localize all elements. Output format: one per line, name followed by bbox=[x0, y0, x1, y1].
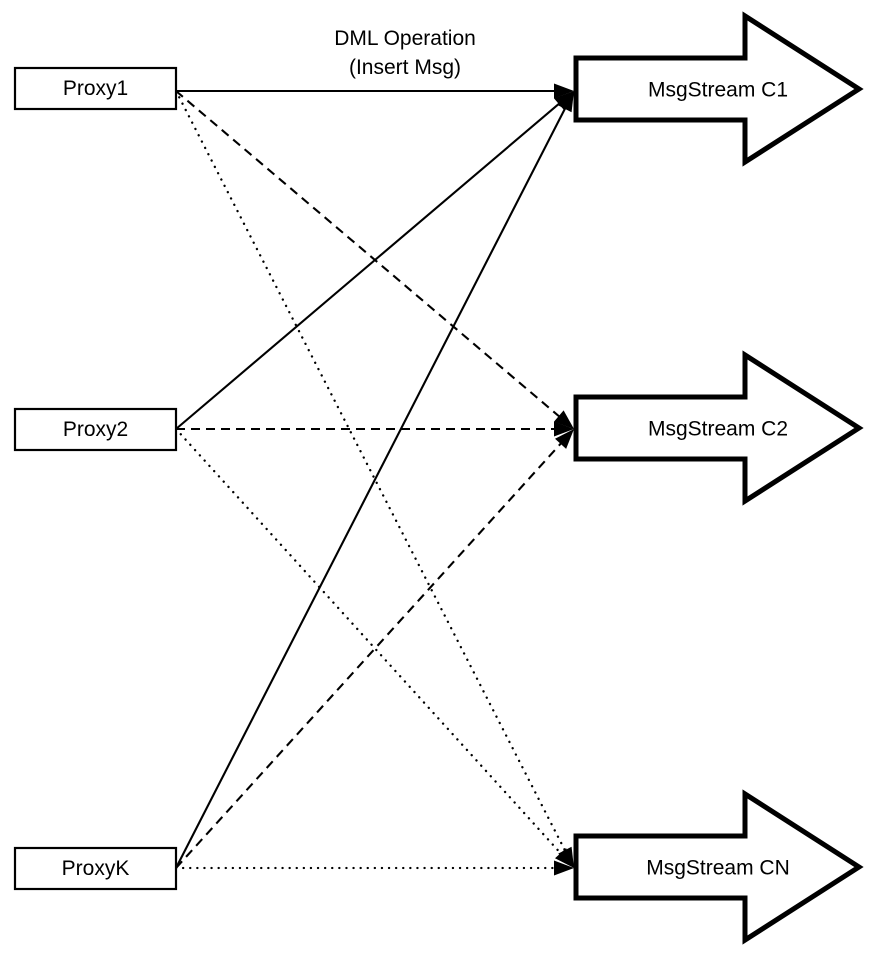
edge-label-dml-operation: DML Operation (Insert Msg) bbox=[334, 27, 476, 79]
msgstream-label: MsgStream C2 bbox=[648, 418, 788, 441]
edge-proxyK-to-stream_c2 bbox=[175, 438, 566, 869]
edge-proxy2-to-stream_c1 bbox=[175, 99, 565, 430]
proxy-label: Proxy1 bbox=[63, 77, 128, 100]
arrowhead-proxy2-to-stream_cn bbox=[555, 848, 574, 868]
edge-proxyK-to-stream_c1 bbox=[175, 102, 569, 869]
stream-nodes-layer: MsgStream C1 MsgStream C2 MsgStream CN bbox=[573, 11, 864, 945]
proxy-label: ProxyK bbox=[62, 857, 130, 880]
proxy-node-proxy1[interactable]: Proxy1 bbox=[13, 66, 178, 111]
arrowhead-proxy1-to-stream_c2 bbox=[553, 410, 574, 429]
edge-label-line2: (Insert Msg) bbox=[349, 56, 461, 79]
proxy-box-rect[interactable] bbox=[13, 846, 178, 891]
msgstream-label: MsgStream C1 bbox=[648, 79, 788, 102]
proxy-box-rect[interactable] bbox=[13, 66, 178, 111]
block-arrow-shape[interactable] bbox=[573, 350, 864, 506]
arrowhead-proxy1-to-stream_c1 bbox=[554, 83, 574, 99]
proxy-node-proxyk[interactable]: ProxyK bbox=[13, 846, 178, 891]
proxy-node-proxy2[interactable]: Proxy2 bbox=[13, 407, 178, 452]
msgstream-node-stream_cn[interactable]: MsgStream CN bbox=[573, 789, 864, 945]
arrowhead-proxyK-to-stream_c1 bbox=[558, 91, 574, 113]
arrowhead-proxyK-to-stream_cn bbox=[554, 860, 574, 876]
proxy-box-rect[interactable] bbox=[13, 407, 178, 452]
edge-proxy1-to-stream_c2 bbox=[175, 90, 565, 421]
arrowhead-proxy2-to-stream_c2 bbox=[554, 421, 574, 437]
msgstream-node-stream_c2[interactable]: MsgStream C2 bbox=[573, 350, 864, 506]
msgstream-label: MsgStream CN bbox=[646, 857, 790, 880]
arrowhead-proxyK-to-stream_c2 bbox=[555, 429, 574, 449]
block-arrow-shape[interactable] bbox=[573, 789, 864, 945]
proxy-label: Proxy2 bbox=[63, 418, 128, 441]
arrowheads-layer bbox=[553, 83, 574, 876]
msgstream-node-stream_c1[interactable]: MsgStream C1 bbox=[573, 11, 864, 167]
edge-proxy1-to-stream_cn bbox=[174, 89, 569, 857]
edge-label-line1: DML Operation bbox=[334, 27, 476, 50]
block-arrow-shape[interactable] bbox=[573, 11, 864, 167]
edges-layer bbox=[174, 89, 569, 870]
edge-proxy2-to-stream_cn bbox=[174, 427, 566, 859]
